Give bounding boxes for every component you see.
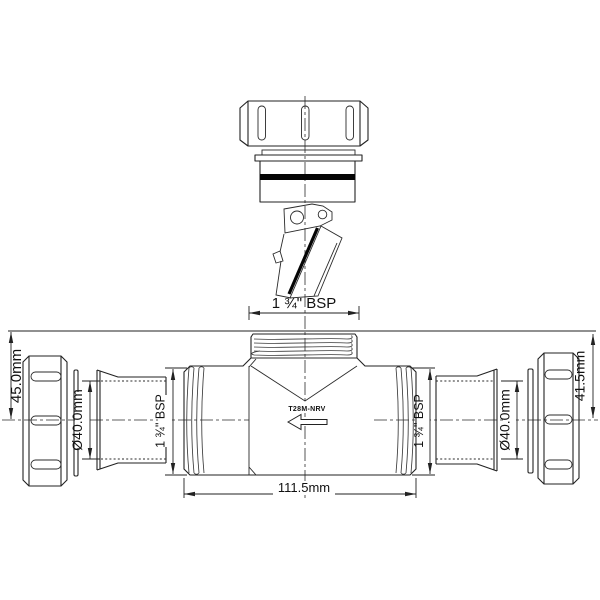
- flap-tab: [272, 250, 284, 264]
- dim-left-thread: 1 ¾" BSP: [154, 367, 187, 476]
- dim-right-pipe-label: Ø40.0mm: [497, 389, 513, 450]
- left-nut-slot: [30, 371, 62, 382]
- tee-body: [183, 333, 417, 476]
- right-pipe-bore: [436, 380, 493, 460]
- flap-seal-line: [287, 227, 319, 295]
- dim-right-thread: 1 ¾" BSP: [412, 367, 435, 476]
- right-end-thread: [395, 366, 414, 475]
- left-nut-slot: [30, 415, 62, 426]
- top-cap-nut: [239, 100, 369, 147]
- flap-valve: [272, 203, 343, 299]
- dim-top-thread: 1 ¾" BSP: [248, 295, 360, 320]
- dim-body-length: 111.5mm: [183, 478, 417, 498]
- product-code-bg: [284, 403, 330, 413]
- dimensions: 1 ¾" BSP 45.0mm 41.5mm Ø40.0mm: [8, 295, 596, 498]
- dim-body-length-label: 111.5mm: [278, 480, 330, 495]
- funnel-lines: [250, 365, 358, 402]
- flap-hinge-plate: [283, 203, 333, 234]
- dim-right-nut-label: 41.5mm: [572, 351, 588, 402]
- top-cap-assembly: [239, 100, 369, 299]
- plug-neck: [261, 149, 356, 156]
- top-nut-slot: [301, 105, 310, 141]
- left-nut-slot: [30, 459, 62, 470]
- flap-pivot-hole: [317, 209, 328, 220]
- flap-edge: [275, 233, 292, 299]
- product-code: T28M-NRV: [288, 406, 325, 413]
- flap-disc: [289, 225, 343, 299]
- flap-hinge-hole: [290, 210, 304, 225]
- dim-left-nut-height: 45.0mm: [8, 332, 25, 419]
- plug-flange: [254, 154, 363, 162]
- dim-left-pipe-label: Ø40.0mm: [69, 389, 85, 450]
- dim-left-thread-label: 1 ¾" BSP: [154, 394, 168, 448]
- dim-top-thread-label: 1 ¾" BSP: [272, 295, 337, 312]
- plug-body: [259, 160, 356, 203]
- dim-left-pipe-dia: Ø40.0mm: [69, 380, 100, 460]
- top-nut-slot: [257, 105, 266, 141]
- right-nut-slot: [544, 414, 573, 425]
- inlet-thread: [251, 335, 353, 356]
- left-compression-nut: [22, 355, 68, 487]
- flow-direction-arrow: [286, 413, 328, 431]
- internal-bore-line: [248, 358, 257, 476]
- right-nut-slot: [544, 459, 573, 470]
- o-ring-seal-band: [260, 174, 355, 180]
- right-nut-slot: [544, 369, 573, 380]
- left-end-thread: [186, 366, 205, 475]
- top-nut-slot: [345, 105, 354, 141]
- right-olive-washer: [527, 368, 534, 474]
- dim-right-pipe-dia: Ø40.0mm: [497, 380, 523, 460]
- dim-left-nut-label: 45.0mm: [8, 349, 25, 403]
- left-pipe: [96, 369, 167, 471]
- dim-right-nut-height: 41.5mm: [572, 334, 596, 418]
- dim-right-thread-label: 1 ¾" BSP: [412, 394, 426, 448]
- right-pipe: [435, 368, 498, 472]
- right-compression-nut: [537, 352, 580, 485]
